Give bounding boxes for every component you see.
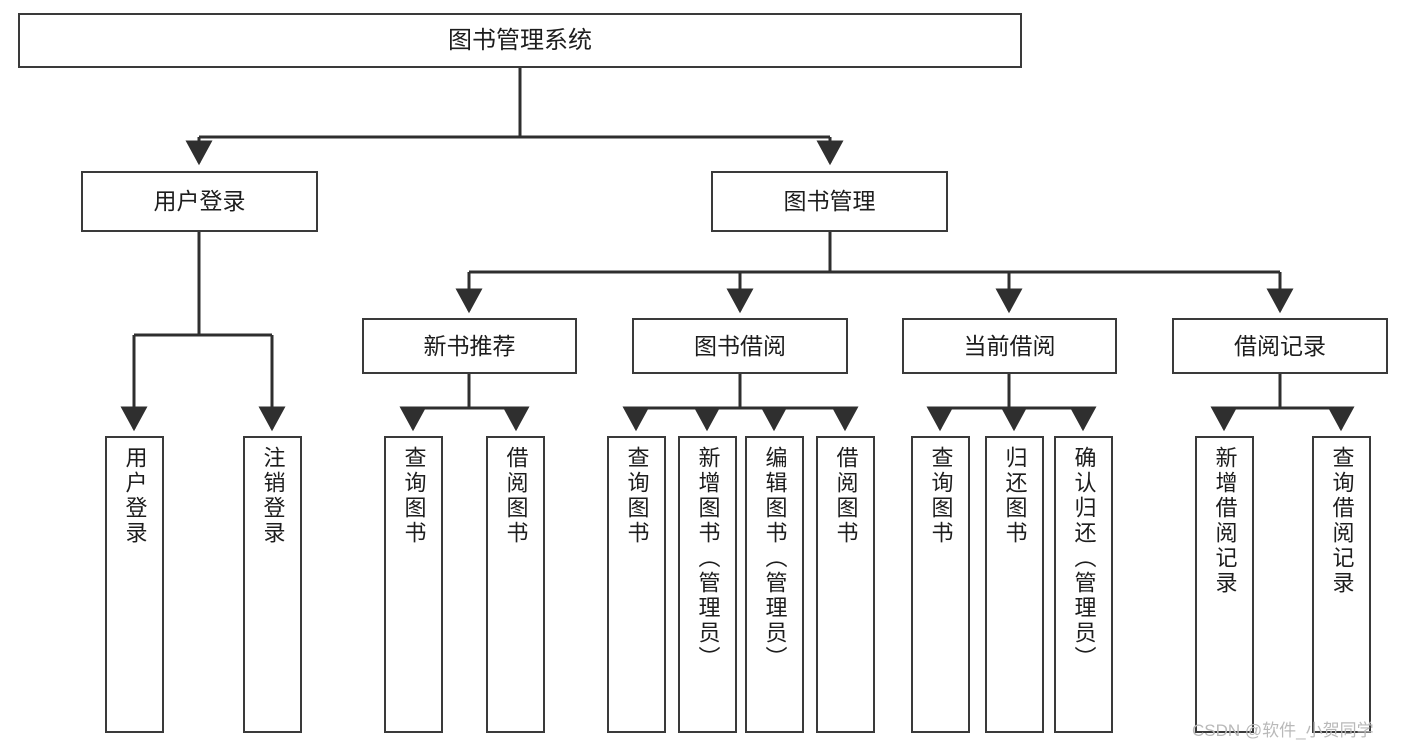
node-leaf-borrow-book-rec[interactable]: 借阅图书 xyxy=(486,436,545,733)
node-leaf-query-book-rec[interactable]: 查询图书 xyxy=(384,436,443,733)
node-leaf-add-borrow-record-label: 新增借阅记录 xyxy=(1212,446,1238,596)
node-leaf-add-borrow-record[interactable]: 新增借阅记录 xyxy=(1195,436,1254,733)
node-book-manage[interactable]: 图书管理 xyxy=(711,171,948,232)
node-borrow-record-label: 借阅记录 xyxy=(1234,332,1326,359)
node-leaf-query-book-current[interactable]: 查询图书 xyxy=(911,436,970,733)
node-leaf-confirm-return-label: 确认归还（管理员） xyxy=(1071,446,1097,671)
node-current-borrow[interactable]: 当前借阅 xyxy=(902,318,1117,374)
node-book-borrow[interactable]: 图书借阅 xyxy=(632,318,848,374)
node-borrow-record[interactable]: 借阅记录 xyxy=(1172,318,1388,374)
node-leaf-add-book[interactable]: 新增图书（管理员） xyxy=(678,436,737,733)
node-leaf-query-book-rec-label: 查询图书 xyxy=(401,446,427,546)
node-root-label: 图书管理系统 xyxy=(448,26,592,54)
csdn-watermark: CSDN @软件_小贺同学 xyxy=(1192,721,1374,740)
node-leaf-user-logout[interactable]: 注销登录 xyxy=(243,436,302,733)
node-root[interactable]: 图书管理系统 xyxy=(18,13,1022,68)
node-leaf-edit-book-label: 编辑图书（管理员） xyxy=(762,446,788,671)
node-leaf-query-borrow-record[interactable]: 查询借阅记录 xyxy=(1312,436,1371,733)
node-leaf-return-book[interactable]: 归还图书 xyxy=(985,436,1044,733)
node-leaf-add-book-label: 新增图书（管理员） xyxy=(695,446,721,671)
node-leaf-borrow-book[interactable]: 借阅图书 xyxy=(816,436,875,733)
node-leaf-borrow-book-label: 借阅图书 xyxy=(833,446,859,546)
node-user-login-label: 用户登录 xyxy=(153,188,246,215)
node-leaf-user-logout-label: 注销登录 xyxy=(260,446,286,546)
node-new-book-recommend[interactable]: 新书推荐 xyxy=(362,318,577,374)
node-book-manage-label: 图书管理 xyxy=(783,188,876,215)
node-leaf-query-book-borrow[interactable]: 查询图书 xyxy=(607,436,666,733)
node-leaf-query-borrow-record-label: 查询借阅记录 xyxy=(1329,446,1355,596)
node-leaf-confirm-return[interactable]: 确认归还（管理员） xyxy=(1054,436,1113,733)
node-leaf-return-book-label: 归还图书 xyxy=(1002,446,1028,546)
node-user-login[interactable]: 用户登录 xyxy=(81,171,318,232)
node-leaf-query-book-borrow-label: 查询图书 xyxy=(624,446,650,546)
node-leaf-user-login[interactable]: 用户登录 xyxy=(105,436,164,733)
node-current-borrow-label: 当前借阅 xyxy=(963,332,1056,359)
node-leaf-query-book-current-label: 查询图书 xyxy=(928,446,954,546)
node-leaf-edit-book[interactable]: 编辑图书（管理员） xyxy=(745,436,804,733)
node-leaf-borrow-book-rec-label: 借阅图书 xyxy=(503,446,529,546)
node-book-borrow-label: 图书借阅 xyxy=(694,332,786,359)
node-leaf-user-login-label: 用户登录 xyxy=(122,446,148,546)
node-new-book-recommend-label: 新书推荐 xyxy=(423,332,516,359)
